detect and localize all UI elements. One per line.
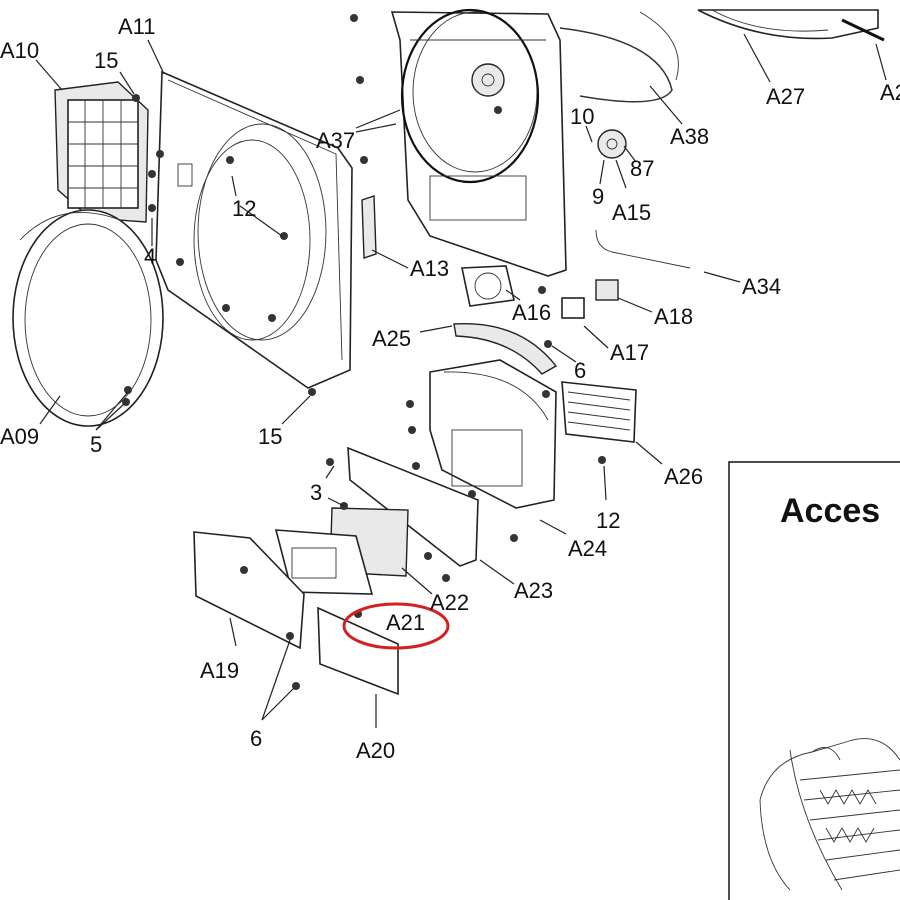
label-10: 10 bbox=[570, 104, 594, 129]
label-a26: A26 bbox=[664, 464, 703, 489]
label-a27: A27 bbox=[766, 84, 805, 109]
label-a09: A09 bbox=[0, 424, 39, 449]
label-a34: A34 bbox=[742, 274, 781, 299]
label-a13: A13 bbox=[410, 256, 449, 281]
label-12-right: 12 bbox=[596, 508, 620, 533]
label-4: 4 bbox=[144, 244, 156, 269]
label-12-left: 12 bbox=[232, 196, 256, 221]
part-a26-grille bbox=[561, 381, 637, 443]
part-a21-dispenser bbox=[274, 529, 374, 595]
label-6-bottom: 6 bbox=[250, 726, 262, 751]
part-a10-filter-grille bbox=[54, 81, 149, 223]
part-a17-sensor bbox=[561, 297, 585, 319]
label-15-top: 15 bbox=[94, 48, 118, 73]
label-3: 3 bbox=[310, 480, 322, 505]
label-a23: A23 bbox=[514, 578, 553, 603]
part-a19-panel bbox=[193, 531, 305, 650]
part-a38-hose bbox=[559, 27, 673, 103]
label-a18: A18 bbox=[654, 304, 693, 329]
part-a34-sensor-wire bbox=[595, 229, 691, 269]
label-a37: A37 bbox=[316, 128, 355, 153]
label-a10: A10 bbox=[0, 38, 39, 63]
label-a38: A38 bbox=[670, 124, 709, 149]
part-a24-duct-housing bbox=[429, 359, 557, 509]
label-87: 87 bbox=[630, 156, 654, 181]
accessories-inset: Acces bbox=[728, 461, 900, 900]
label-15-bottom: 15 bbox=[258, 424, 282, 449]
part-a16-fan bbox=[461, 265, 515, 307]
drying-rack-icon bbox=[759, 738, 900, 891]
label-a16: A16 bbox=[512, 300, 551, 325]
screw-icons bbox=[122, 14, 606, 690]
part-a23-rail bbox=[347, 446, 479, 567]
label-a22: A22 bbox=[430, 590, 469, 615]
part-a13-bracket bbox=[361, 195, 377, 259]
label-a20: A20 bbox=[356, 738, 395, 763]
label-a19: A19 bbox=[200, 658, 239, 683]
label-9: 9 bbox=[592, 184, 604, 209]
part-a15-pulley bbox=[597, 129, 627, 159]
inset-title: Acces bbox=[780, 492, 880, 530]
label-a21: A21 bbox=[386, 610, 425, 635]
label-a24: A24 bbox=[568, 536, 607, 561]
label-a25: A25 bbox=[372, 326, 411, 351]
label-6-mid: 6 bbox=[574, 358, 586, 383]
part-a20-panel bbox=[317, 606, 399, 696]
part-a11-front-panel bbox=[155, 70, 353, 389]
label-a11: A11 bbox=[118, 14, 156, 39]
part-a27-drum bbox=[697, 9, 879, 40]
part-a25-gasket bbox=[453, 322, 558, 375]
part-a09-door-ring bbox=[12, 209, 164, 427]
label-5: 5 bbox=[90, 432, 102, 457]
label-a15: A15 bbox=[612, 200, 651, 225]
part-a18-module bbox=[595, 279, 619, 301]
label-a2-partial: A2 bbox=[880, 80, 900, 105]
part-main-chassis bbox=[390, 8, 567, 277]
a21-highlight-ellipse bbox=[342, 602, 450, 650]
label-a17: A17 bbox=[610, 340, 649, 365]
leader-lines bbox=[35, 33, 887, 728]
part-labels: A11 A10 15 4 12 A09 5 15 A37 A13 A38 A27… bbox=[0, 14, 900, 763]
